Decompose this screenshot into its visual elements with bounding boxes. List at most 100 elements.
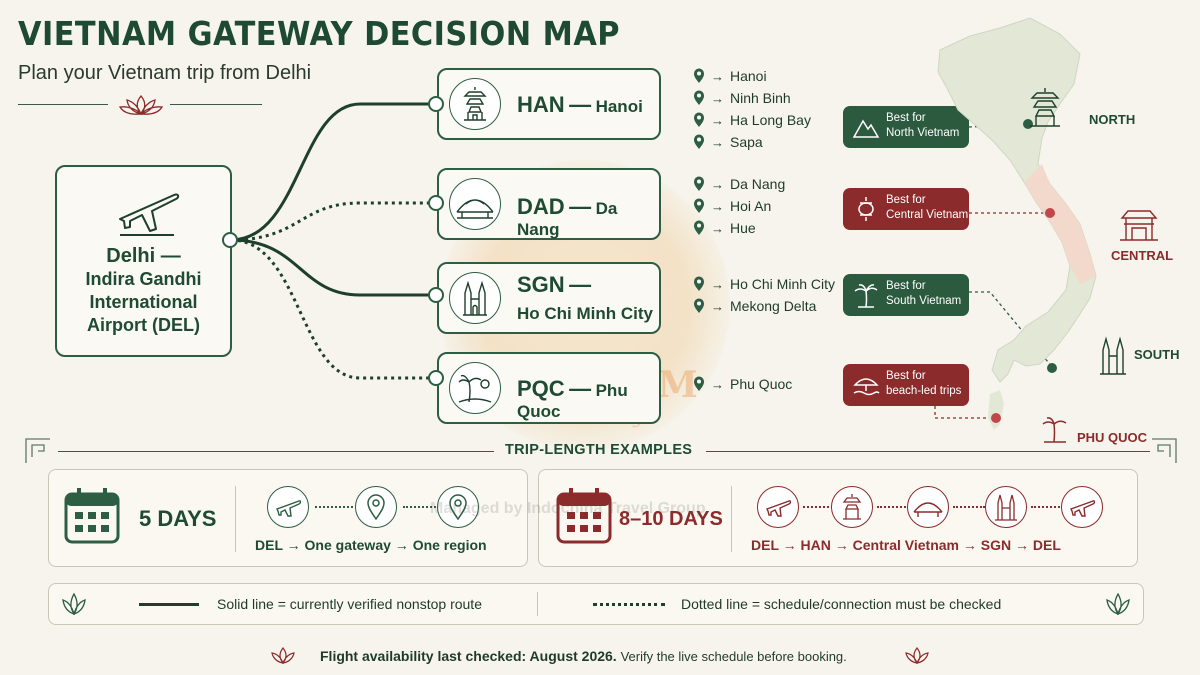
origin-airport-line: Airport (DEL) [87,315,200,335]
map-pin-icon [694,176,704,191]
arrow-icon: → [711,112,724,128]
destination-name: Phu Quoc [730,376,793,392]
airplane-icon [267,486,309,528]
destination-item: → Phu Quoc [693,376,792,392]
gateway-code: DAD [517,194,565,219]
trip-card-5-days: 5 DAYS DEL → One gateway → One region [48,469,528,567]
destination-name: Hue [730,220,756,236]
arrow-icon: → [711,220,724,236]
origin-airport-line: International [89,292,198,312]
divider [170,104,262,105]
footer-note: Flight availability last checked: August… [320,648,847,664]
gateway-card-han: HAN — Hanoi [437,68,661,140]
badge-line: Best for [886,194,926,206]
destination-name: Sapa [730,134,763,150]
gateway-sep: — [569,272,592,297]
divider [58,451,494,452]
map-pin-icon [694,298,704,313]
temple-icon [1120,210,1158,241]
destination-name: Ho Chi Minh City [730,276,836,292]
gateway-node [428,96,444,112]
trip-route: DEL → One gateway → One region [255,537,487,553]
badge-line: Best for [886,370,926,382]
arrow-icon: → [711,198,724,214]
gateway-card-pqc: PQC — Phu Quoc [437,352,661,424]
destination-name: Ha Long Bay [730,112,811,128]
arrow-icon: → [711,68,724,84]
region-label-south: SOUTH [1134,347,1180,362]
badge-line: beach-led trips [886,385,962,397]
divider [706,451,1150,452]
route-step: DEL [1032,537,1061,553]
cathedral-icon [449,272,501,324]
origin-city: Delhi — [106,245,181,267]
legend-solid-line [139,603,199,606]
gateway-sep: — [569,376,592,401]
connector [315,506,365,508]
divider [537,592,538,616]
destination-item: →Mekong Delta [693,298,816,314]
palm-icon [1042,417,1067,443]
lotus-icon [118,94,164,116]
gateway-sep: — [569,194,592,219]
gateway-code: HAN [517,92,565,117]
map-pin-icon [694,376,704,391]
route-step: Central Vietnam [852,537,959,553]
badge-line: Central Vietnam [886,209,969,221]
pagoda-icon [831,486,873,528]
bridge-icon [449,178,501,230]
arrow-icon: → [711,376,724,392]
origin-node [222,232,238,248]
airplane-icon [1061,486,1103,528]
badge-line: North Vietnam [886,127,960,139]
calendar-icon [64,488,120,544]
lotus-icon [271,647,295,664]
legend-solid-text: Solid line = currently verified nonstop … [217,596,482,612]
badge-north: Best for North Vietnam [843,106,969,148]
route-line-sgn [230,238,437,297]
footer-checked: Flight availability last checked: August… [320,648,617,664]
map-pin-icon [694,220,704,235]
route-line-han [230,102,437,242]
lotus-icon [905,647,929,664]
gateway-node [428,287,444,303]
destination-item: →Ninh Binh [693,90,791,106]
connector [1031,506,1063,508]
gateway-code: PQC [517,376,565,401]
cathedral-icon [985,486,1027,528]
destination-name: Ninh Binh [730,90,791,106]
connector [877,506,909,508]
gateway-city: Da Nang [517,199,618,239]
map-pin-icon [355,486,397,528]
trip-route: DEL → HAN → Central Vietnam → SGN → DEL [751,537,1061,553]
airplane-icon [757,486,799,528]
badge-beach: Best for beach-led trips [843,364,969,406]
lantern-icon [858,197,874,221]
lotus-icon [62,592,86,616]
map-pin-icon [694,68,704,83]
palm-icon [854,284,878,308]
trip-section-title: TRIP-LENGTH EXAMPLES [505,442,693,458]
map-pin-icon [694,90,704,105]
connector [403,506,443,508]
destination-item: →Hoi An [693,198,771,214]
route-line-pqc [230,238,437,380]
page-title: VIETNAM GATEWAY DECISION MAP [18,14,621,53]
trip-label: 5 DAYS [139,506,217,531]
route-step: SGN [980,537,1012,553]
lotus-icon [1106,592,1130,616]
vietnam-map [937,17,1097,430]
map-pin-icon [694,198,704,213]
footer-verify: Verify the live schedule before booking. [620,649,847,664]
gateway-node [428,370,444,386]
gateway-card-sgn: SGN —Ho Chi Minh City [437,262,661,334]
badge-line: Best for [886,112,926,124]
badge-line: Best for [886,280,926,292]
region-label-phu-quoc: PHU QUOC [1077,430,1148,445]
destination-item: → Ha Long Bay [693,112,811,128]
connector [953,506,985,508]
corner-ornament-icon [25,438,50,463]
route-step: DEL [751,537,779,553]
destination-item: →Da Nang [693,176,785,192]
